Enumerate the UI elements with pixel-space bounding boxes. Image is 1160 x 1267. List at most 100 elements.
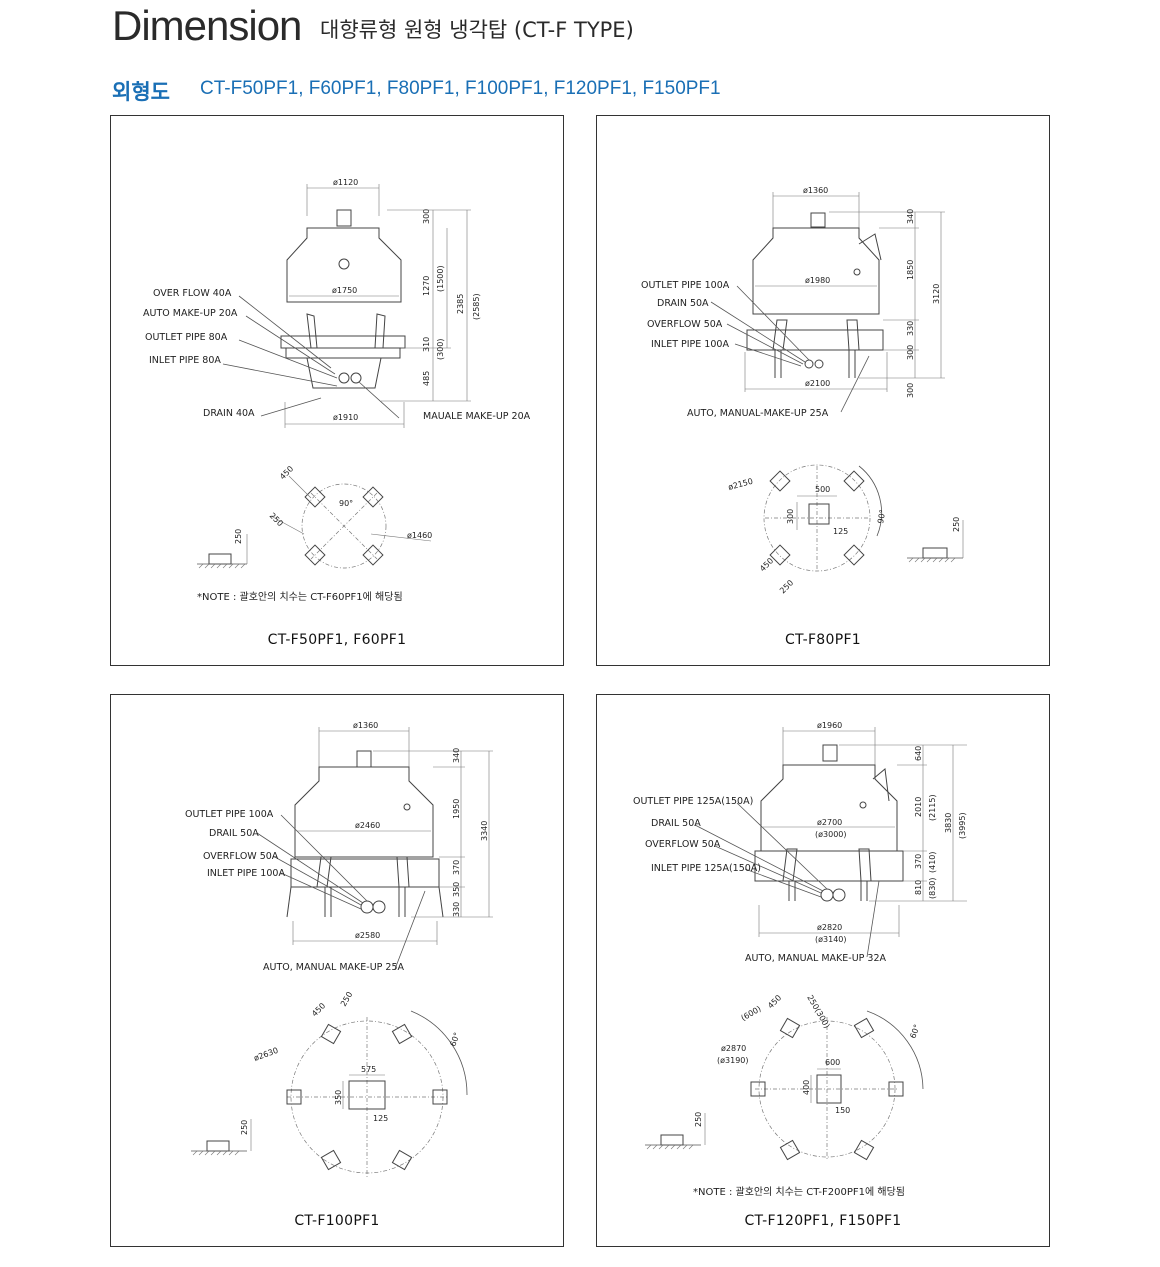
svg-text:90°: 90°: [339, 499, 353, 508]
svg-text:(1500): (1500): [436, 265, 445, 292]
svg-text:1270: 1270: [422, 276, 431, 296]
fan-motor: [822, 744, 838, 762]
svg-text:600: 600: [825, 1058, 840, 1067]
svg-text:2385: 2385: [456, 294, 465, 314]
dim-mid-diameter: ø1750: [332, 286, 357, 295]
svg-text:340: 340: [452, 748, 461, 763]
dim-mid-diameter: ø2460: [355, 821, 380, 830]
svg-text:(2585): (2585): [472, 293, 481, 320]
svg-text:300: 300: [906, 345, 915, 360]
label-outlet-pipe: OUTLET PIPE 125A(150A): [633, 796, 753, 807]
panel-ct-f50pf1: ø1120 ø1750 ø1910 300 1270 (1500) 2385 (…: [110, 115, 564, 666]
label-makeup: AUTO, MANUAL MAKE-UP 32A: [745, 953, 886, 964]
label-manual-makeup: MAUALE MAKE-UP 20A: [423, 411, 531, 422]
dim-top-diameter: ø1960: [817, 721, 842, 730]
label-overflow: OVERFLOW 50A: [203, 851, 279, 862]
svg-text:125: 125: [833, 527, 848, 536]
svg-text:330: 330: [906, 321, 915, 336]
panel-ct-f120pf1: ø1960 ø2700 (ø3000) ø2820 (ø3140) 640 20…: [596, 694, 1050, 1247]
label-overflow: OVERFLOW 50A: [647, 319, 723, 330]
svg-text:250: 250: [234, 529, 243, 544]
svg-text:340: 340: [906, 209, 915, 224]
svg-text:(830): (830): [928, 877, 937, 899]
fan-motor: [810, 212, 826, 228]
dim-mid-diameter: ø1980: [805, 276, 830, 285]
svg-text:150: 150: [835, 1106, 850, 1115]
label-auto-makeup: AUTO MAKE-UP 20A: [143, 308, 238, 319]
svg-text:90°: 90°: [876, 509, 887, 525]
plan-circle: [290, 1020, 444, 1174]
note-ct-f200: *NOTE : 괄호안의 치수는 CT-F200PF1에 해당됨: [693, 1185, 905, 1198]
svg-text:485: 485: [422, 371, 431, 386]
svg-text:500: 500: [815, 485, 830, 494]
tower-body: [286, 227, 402, 303]
label-drain: DRAIN 50A: [657, 298, 709, 309]
label-drain: DRAIN 40A: [203, 408, 255, 419]
caption-ct-f100pf1: CT-F100PF1: [294, 1213, 380, 1229]
label-makeup: AUTO, MANUAL-MAKE-UP 25A: [687, 408, 829, 419]
svg-text:3830: 3830: [944, 813, 953, 833]
svg-text:(3995): (3995): [958, 812, 967, 839]
label-inlet-pipe: INLET PIPE 80A: [149, 355, 221, 366]
panel-ct-f100pf1: ø1360 ø2460 ø2580 340 1950 3340 370 350 …: [110, 694, 564, 1247]
svg-text:370: 370: [914, 854, 923, 869]
svg-text:450: 450: [758, 556, 775, 573]
svg-text:300: 300: [422, 209, 431, 224]
svg-text:125: 125: [373, 1114, 388, 1123]
svg-text:250: 250: [268, 511, 285, 528]
tower-body: [752, 227, 880, 315]
label-inlet-pipe: INLET PIPE 100A: [207, 868, 285, 879]
svg-text:(ø3190): (ø3190): [717, 1056, 749, 1065]
svg-text:(410): (410): [928, 851, 937, 873]
dim-bottom-diameter-alt: (ø3140): [815, 935, 847, 944]
note-ct-f60: *NOTE : 괄호안의 치수는 CT-F60PF1에 해당됨: [197, 590, 403, 603]
section-models: CT-F50PF1, F60PF1, F80PF1, F100PF1, F120…: [200, 78, 721, 99]
svg-text:400: 400: [802, 1080, 811, 1095]
tower-body: [294, 766, 434, 858]
svg-text:(600): (600): [740, 1004, 763, 1023]
dim-top-diameter: ø1360: [803, 186, 828, 195]
svg-text:60°: 60°: [908, 1023, 921, 1039]
drawing-ct-f120pf1: ø1960 ø2700 (ø3000) ø2820 (ø3140) 640 20…: [633, 721, 967, 1198]
label-drail: DRAIL 50A: [209, 828, 259, 839]
svg-text:300: 300: [906, 383, 915, 398]
plan-circle: [301, 483, 387, 569]
svg-text:450: 450: [766, 993, 783, 1010]
caption-ct-f50pf1: CT-F50PF1, F60PF1: [267, 632, 407, 648]
svg-text:300: 300: [786, 509, 795, 524]
section-label: 외형도: [112, 80, 170, 104]
dim-top-diameter: ø1360: [353, 721, 378, 730]
svg-text:60°: 60°: [448, 1031, 461, 1047]
svg-text:250: 250: [778, 578, 795, 595]
svg-text:350: 350: [334, 1090, 343, 1105]
drawing-ct-f100pf1: ø1360 ø2460 ø2580 340 1950 3340 370 350 …: [185, 721, 493, 1177]
dim-bottom-diameter: ø2820: [817, 923, 842, 932]
svg-text:ø2150: ø2150: [727, 477, 754, 492]
caption-ct-f120pf1: CT-F120PF1, F150PF1: [744, 1213, 902, 1229]
svg-text:3120: 3120: [932, 284, 941, 304]
svg-text:ø1460: ø1460: [407, 531, 432, 540]
svg-text:370: 370: [452, 860, 461, 875]
svg-text:1950: 1950: [452, 799, 461, 819]
svg-text:1850: 1850: [906, 260, 915, 280]
drawing-ct-f80pf1: ø1360 ø1980 ø2100 340 1850 3120 330 300 …: [641, 186, 964, 595]
svg-text:ø2630: ø2630: [253, 1046, 280, 1063]
svg-text:310: 310: [422, 337, 431, 352]
plan-circle: [763, 464, 871, 572]
svg-text:(2115): (2115): [928, 794, 937, 821]
dim-top-diameter: ø1120: [333, 178, 358, 187]
svg-text:250: 250: [952, 517, 961, 532]
svg-text:575: 575: [361, 1065, 376, 1074]
panel-ct-f80pf1: ø1360 ø1980 ø2100 340 1850 3120 330 300 …: [596, 115, 1050, 666]
label-outlet-pipe: OUTLET PIPE 100A: [185, 809, 274, 820]
svg-text:330: 330: [452, 902, 461, 917]
dim-bottom-diameter: ø1910: [333, 413, 358, 422]
label-overflow: OVERFLOW 50A: [645, 839, 721, 850]
svg-text:(300): (300): [436, 338, 445, 360]
dim-bottom-diameter: ø2100: [805, 379, 830, 388]
label-outlet-pipe: OUTLET PIPE 80A: [145, 332, 228, 343]
label-inlet-pipe: INLET PIPE 100A: [651, 339, 729, 350]
svg-text:250(300): 250(300): [805, 994, 831, 1030]
label-inlet-pipe: INLET PIPE 125A(150A): [651, 863, 761, 874]
svg-text:3340: 3340: [480, 821, 489, 841]
